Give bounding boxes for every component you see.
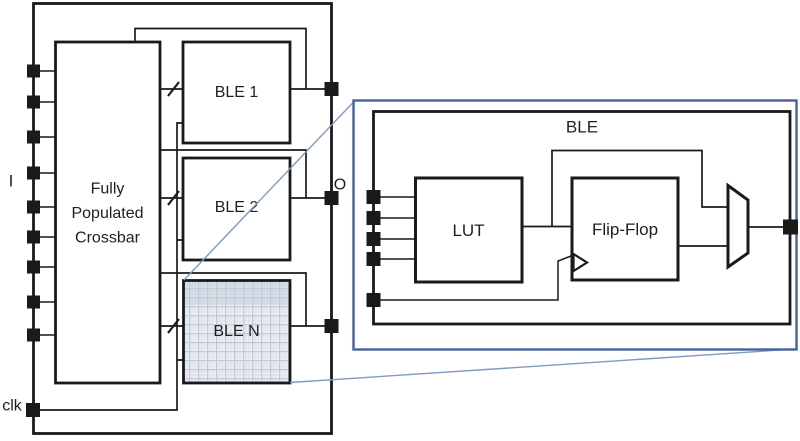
zoom-callout-lines (183, 101, 796, 384)
lut-bypass-wire (551, 149, 728, 227)
output-pin (324, 319, 339, 333)
input-label: I (9, 172, 14, 191)
bus-slash-icon (167, 318, 180, 334)
input-pin-stub-wires (40, 70, 55, 336)
blen-label: BLE N (213, 323, 259, 340)
ble-detail-view: BLE LUT Flip-Flop (352, 99, 798, 351)
lut-input-pin (366, 232, 381, 246)
crossbar-label-line3: Crossbar (75, 230, 141, 247)
ble-detail-title: BLE (566, 118, 598, 137)
input-pin (27, 260, 40, 274)
lut-label: LUT (452, 221, 484, 240)
cluster-output-pins (324, 82, 339, 333)
output-pin (324, 82, 339, 96)
clock-edge-triangle-icon (572, 252, 590, 273)
ble-clock-pin (366, 293, 381, 307)
input-pin (27, 64, 40, 78)
ble2-box (181, 156, 292, 262)
flipflop-label: Flip-Flop (592, 220, 658, 239)
crossbar-label-line1: Fully (91, 181, 125, 198)
ble-output-pin (783, 219, 798, 235)
lut-input-pin (366, 190, 381, 204)
lut-input-pin (366, 211, 381, 225)
input-pin (27, 130, 40, 144)
crossbar-box (54, 40, 162, 385)
lut-box (414, 176, 524, 284)
clock-label: clk (2, 398, 23, 415)
input-pin (27, 95, 40, 109)
input-pin (27, 200, 40, 214)
logic-cluster: Fully Populated Crossbar BLE 1 BLE 2 BLE… (2, 2, 346, 435)
mux-shape (726, 182, 750, 270)
lut-input-pin (366, 252, 381, 266)
input-pin (27, 328, 40, 342)
ble2-label: BLE 2 (215, 199, 259, 216)
clock-pin (26, 403, 40, 417)
ble-detail-input-pins (366, 190, 381, 307)
flipflop-box (570, 176, 680, 282)
crossbar-to-ble-bus-wires (160, 88, 183, 327)
flipflop-clock-wire (380, 255, 572, 301)
ble1-box (181, 40, 292, 145)
bus-slash-icon (167, 190, 180, 206)
bus-slash-icon (167, 81, 180, 97)
input-pin (27, 230, 40, 244)
crossbar-label-line2: Populated (71, 205, 143, 222)
input-pin (27, 295, 40, 309)
blen-box-shading (185, 282, 289, 305)
ble1-label: BLE 1 (215, 84, 259, 101)
output-label: O (334, 177, 346, 194)
blen-box (182, 279, 292, 385)
zoom-guide-line-top (183, 101, 355, 281)
lut-input-wires (380, 196, 416, 260)
input-pin (27, 166, 40, 180)
zoom-guide-line-bottom (289, 348, 796, 384)
output-pin (324, 191, 339, 205)
cluster-input-pins (27, 64, 55, 342)
